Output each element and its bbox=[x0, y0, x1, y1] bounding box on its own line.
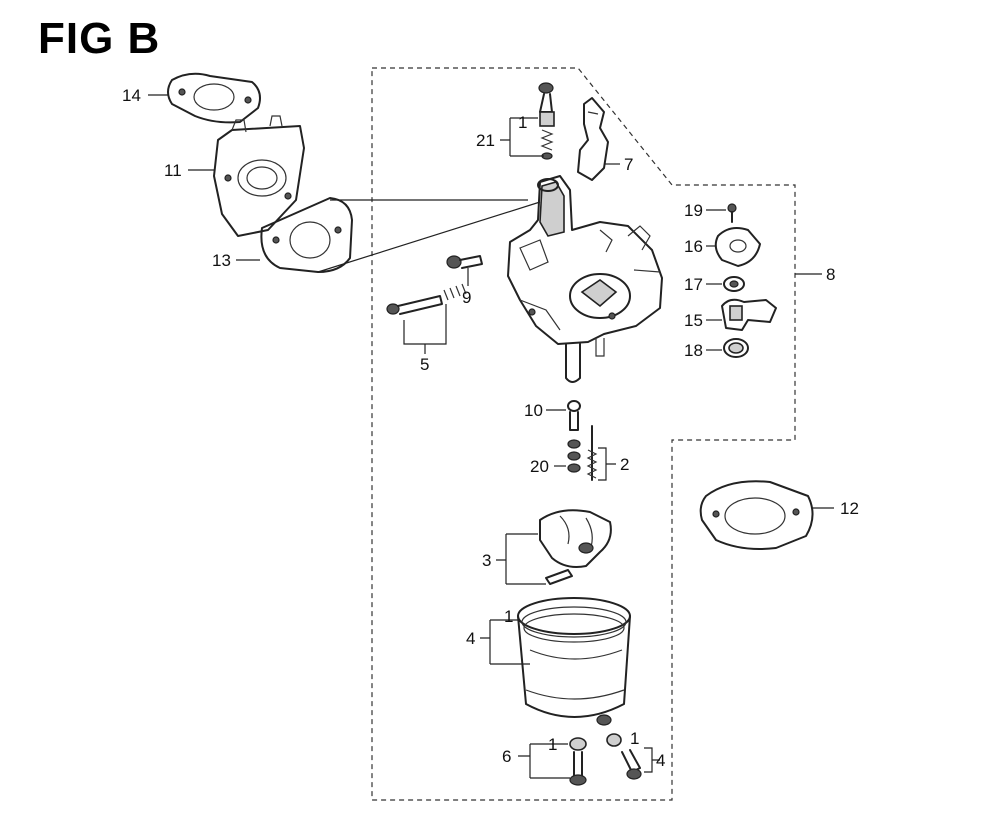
callout-1-bowl: 1 bbox=[504, 607, 513, 626]
part-17-washer bbox=[723, 276, 745, 292]
part-4-float-bowl bbox=[517, 597, 631, 726]
callout-5: 5 bbox=[420, 355, 429, 374]
callout-15: 15 bbox=[684, 311, 703, 330]
callout-7: 7 bbox=[624, 155, 633, 174]
callout-20: 20 bbox=[530, 457, 549, 476]
callout-1-washer: 1 bbox=[548, 735, 557, 754]
callout-1-drain: 1 bbox=[630, 729, 639, 748]
callout-labels: 14 11 13 21 1 7 9 5 19 16 17 15 18 8 10 … bbox=[122, 86, 859, 770]
part-19-screw bbox=[727, 203, 737, 223]
callout-6: 6 bbox=[502, 747, 511, 766]
part-7-choke-lever bbox=[577, 97, 609, 181]
callout-4-drain: 4 bbox=[656, 751, 665, 770]
callout-3: 3 bbox=[482, 551, 491, 570]
leader-lines bbox=[148, 94, 834, 779]
part-11-insulator bbox=[213, 115, 305, 237]
figure-title: FIG B bbox=[38, 14, 161, 63]
part-6-bowl-bolt bbox=[569, 737, 587, 786]
callout-16: 16 bbox=[684, 237, 703, 256]
assembly-boundary bbox=[371, 67, 796, 801]
part-10-jet bbox=[567, 400, 581, 431]
part-21-pilot-screw bbox=[538, 82, 555, 160]
callout-4-bowl: 4 bbox=[466, 629, 475, 648]
callout-12: 12 bbox=[840, 499, 859, 518]
carburetor-body bbox=[507, 175, 663, 383]
callout-1-top: 1 bbox=[518, 113, 527, 132]
part-16-plate bbox=[714, 227, 761, 267]
callout-13: 13 bbox=[212, 251, 231, 270]
part-9-screw bbox=[446, 255, 483, 269]
callout-9: 9 bbox=[462, 288, 471, 307]
callout-2: 2 bbox=[620, 455, 629, 474]
callout-8: 8 bbox=[826, 265, 835, 284]
part-15-lever bbox=[721, 298, 777, 331]
part-4-drain-screw bbox=[606, 733, 642, 780]
callout-19: 19 bbox=[684, 201, 703, 220]
part-5-throttle-stop-screw bbox=[386, 283, 467, 315]
part-3-float bbox=[539, 509, 612, 585]
callout-14: 14 bbox=[122, 86, 141, 105]
part-2-float-needle bbox=[586, 425, 598, 481]
part-14-gasket bbox=[167, 72, 261, 124]
callout-18: 18 bbox=[684, 341, 703, 360]
callout-10: 10 bbox=[524, 401, 543, 420]
part-13-gasket bbox=[260, 197, 353, 273]
callout-21: 21 bbox=[476, 131, 495, 150]
part-20-main-jet bbox=[567, 439, 581, 473]
callout-11: 11 bbox=[164, 161, 182, 180]
part-12-gasket bbox=[699, 480, 814, 550]
callout-17: 17 bbox=[684, 275, 703, 294]
part-18-seal bbox=[723, 338, 749, 358]
